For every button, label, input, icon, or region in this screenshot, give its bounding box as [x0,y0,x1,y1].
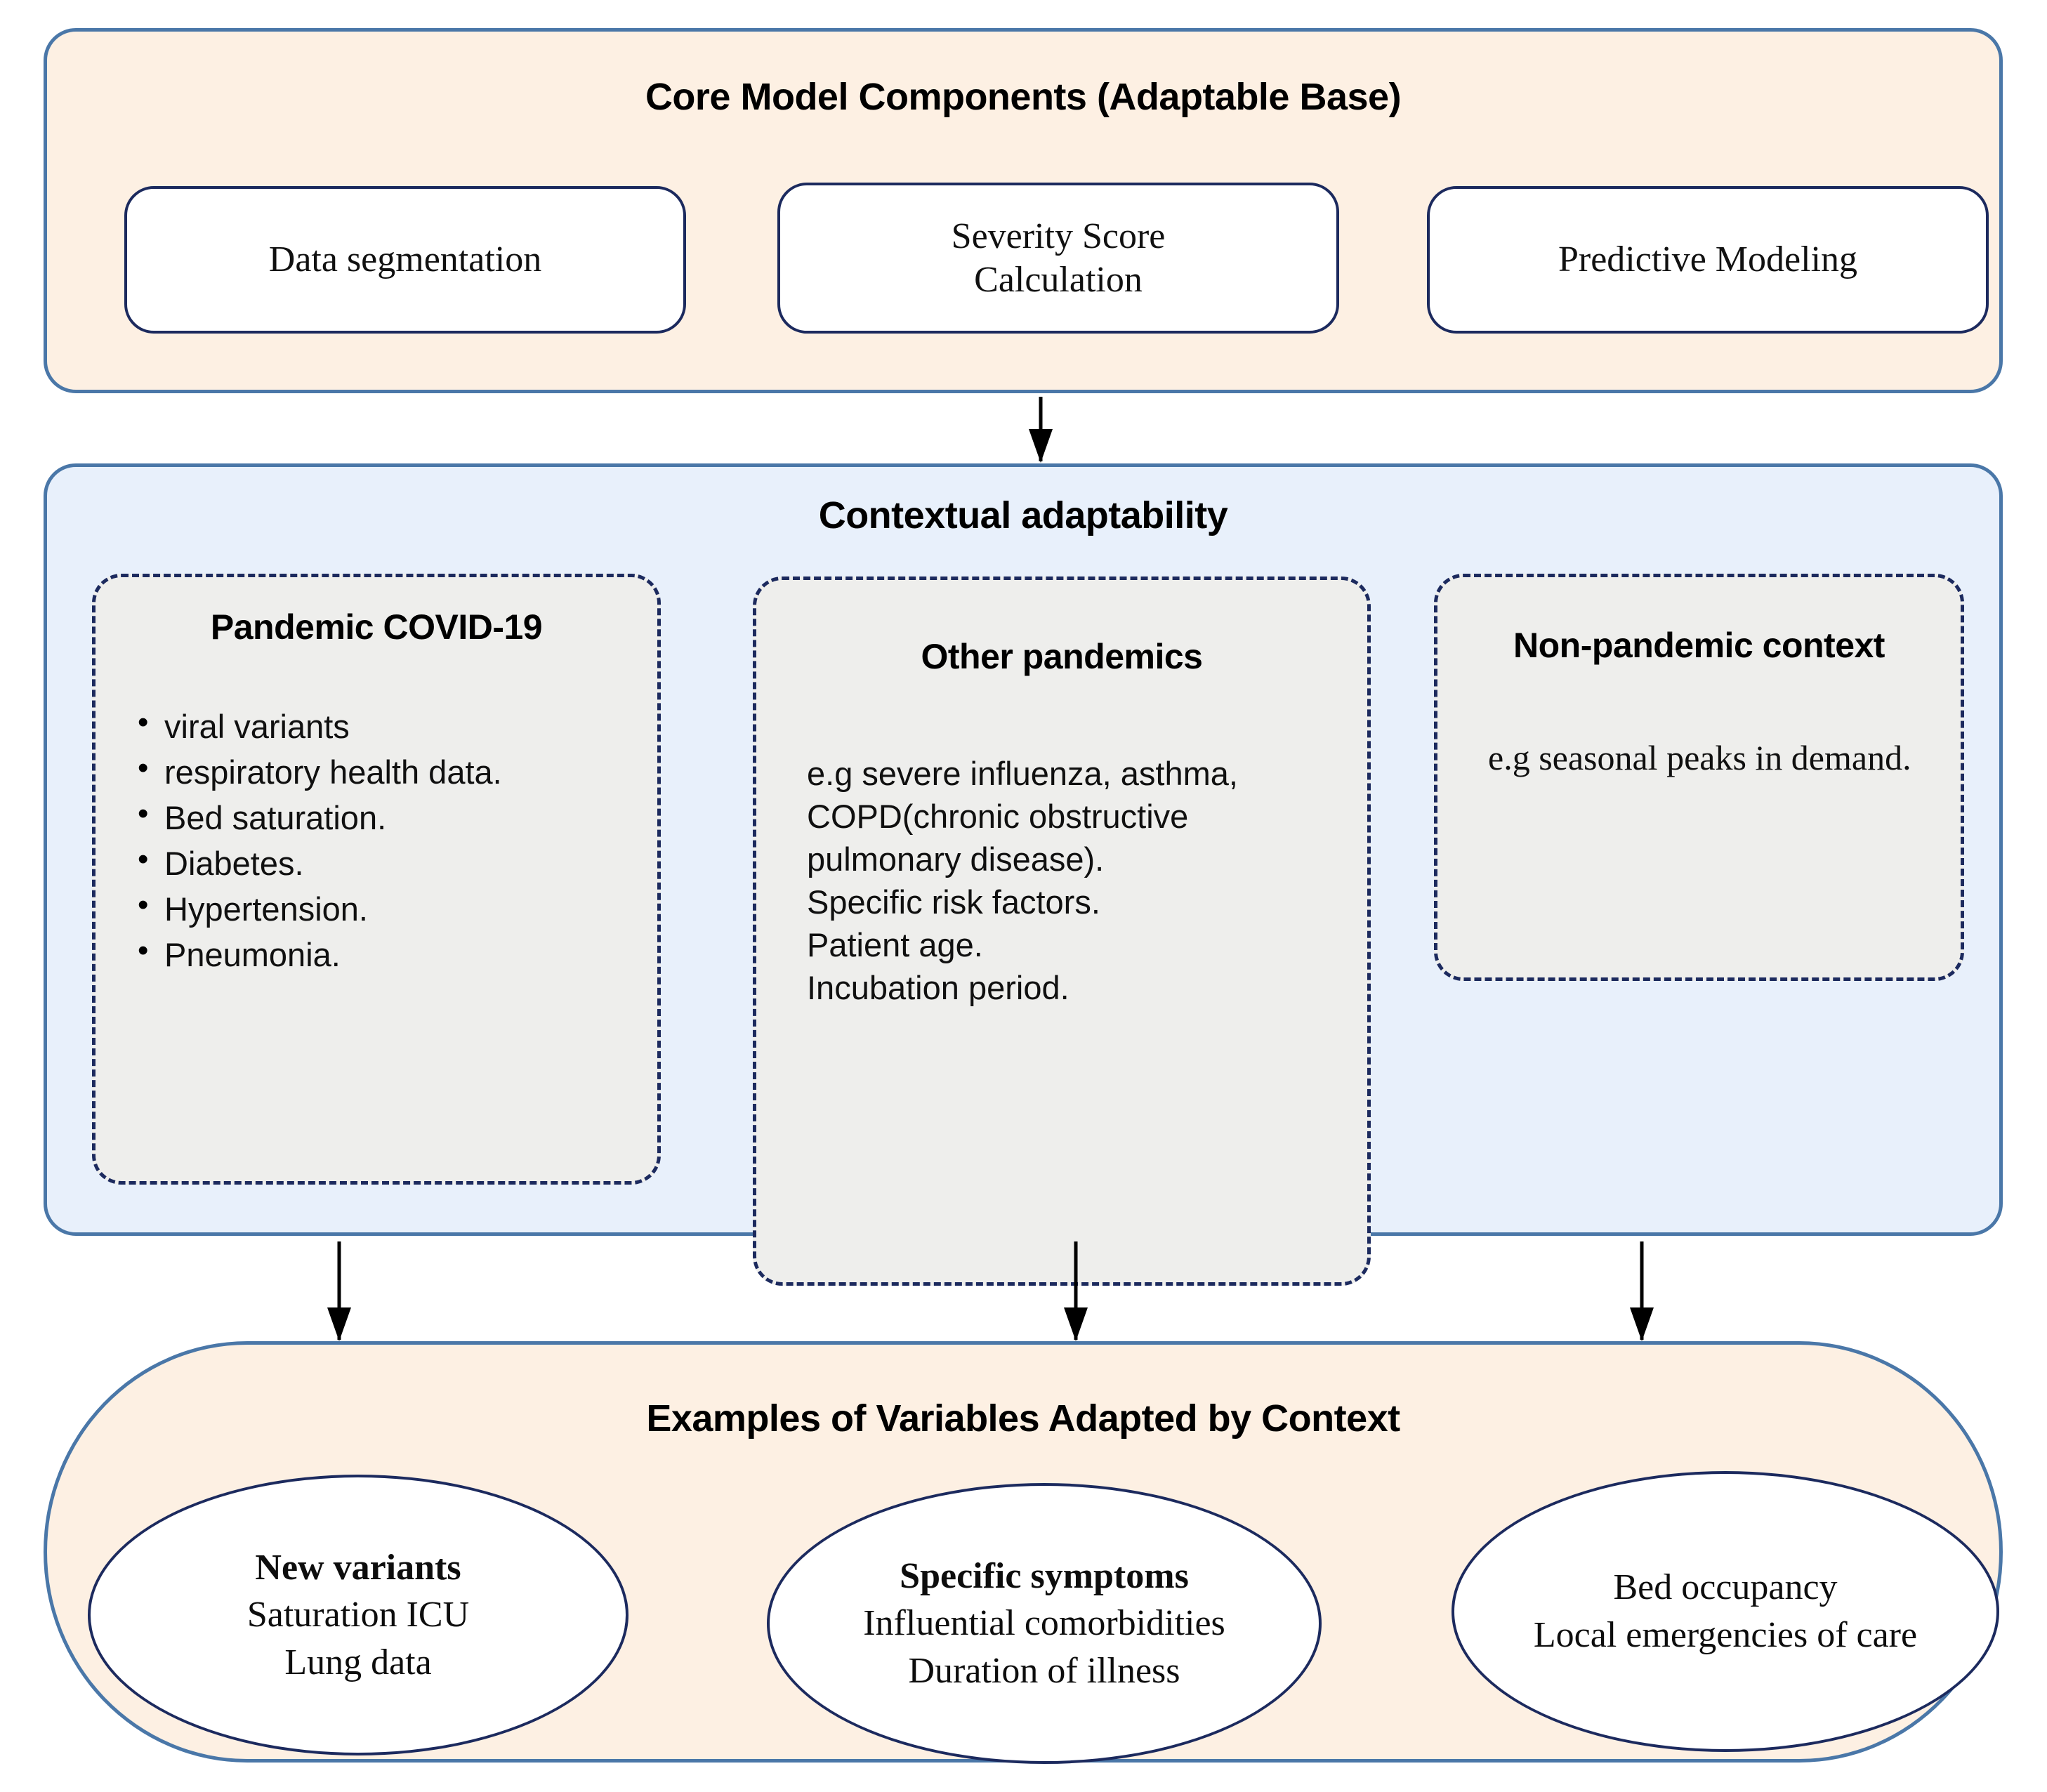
other-pandemics-line: Specific risk factors. [807,883,1100,921]
examples-of-variables-title: Examples of Variables Adapted by Context [646,1397,1400,1439]
ellipse-line-1: New variants [255,1547,461,1588]
core-model-components-title: Core Model Components (Adaptable Base) [645,76,1402,118]
contextual-adaptability-panel: Contextual adaptability Pandemic COVID-1… [44,463,2003,1286]
list-item: Hypertension. [132,885,639,930]
list-item: Bed saturation. [132,793,639,839]
context-card-other-pandemics: Other pandemics e.g severe influenza, as… [753,577,1371,1286]
non-pandemic-line: e.g seasonal peaks in demand. [1488,738,1911,777]
core-box-severity-score-calculation: Severity Score Calculation [777,183,1339,337]
example-ellipse-bed-occupancy: Bed occupancy Local emergencies of care [1452,1471,1999,1752]
examples-of-variables-panel: Examples of Variables Adapted by Context… [44,1341,2003,1767]
other-pandemics-line: Patient age. [807,926,983,964]
core-model-components-panel: Core Model Components (Adaptable Base) D… [44,28,2003,398]
example-ellipse-new-variants: New variants Saturation ICU Lung data [88,1475,628,1755]
arrow-context-to-examples-left-icon [325,1241,353,1341]
core-box-severity-label: Severity Score Calculation [951,216,1166,300]
context-card-covid-heading: Pandemic COVID-19 [210,607,543,647]
list-item: viral variants [132,702,639,748]
ellipse-line-2: Local emergencies of care [1533,1615,1918,1655]
context-card-pandemic-covid19: Pandemic COVID-19 viral variants respira… [92,574,661,1185]
list-item: Pneumonia. [132,930,639,976]
list-item: Diabetes. [132,839,639,885]
context-card-other-pandemics-heading: Other pandemics [921,637,1203,676]
arrow-head [327,1307,351,1341]
arrow-context-to-examples-center-icon [1062,1241,1090,1341]
arrow-head [1029,429,1053,463]
ellipse-line-3: Duration of illness [908,1650,1180,1691]
arrow-head [1630,1307,1654,1341]
arrow-core-to-context-icon [1027,397,1055,463]
list-item: respiratory health data. [132,748,639,793]
arrow-shaft [337,1241,341,1340]
covid-variable-list: viral variants respiratory health data. … [132,702,639,977]
contextual-adaptability-title: Contextual adaptability [818,494,1228,536]
core-box-predictive-modeling: Predictive Modeling [1427,186,1989,337]
arrow-context-to-examples-right-icon [1628,1241,1656,1341]
arrow-head [1064,1307,1088,1341]
other-pandemics-line: e.g severe influenza, asthma, COPD(chron… [807,755,1238,878]
core-box-data-segmentation: Data segmentation [124,186,686,337]
ellipse-line-2: Saturation ICU [246,1595,470,1635]
arrow-shaft [1074,1241,1078,1340]
ellipse-line-2: Influential comorbidities [863,1603,1225,1644]
context-card-non-pandemic-heading: Non-pandemic context [1513,626,1885,665]
example-ellipse-specific-symptoms: Specific symptoms Influential comorbidit… [767,1483,1322,1764]
ellipse-line-1: Bed occupancy [1613,1567,1838,1608]
other-pandemics-line: Incubation period. [807,969,1069,1007]
context-card-non-pandemic: Non-pandemic context e.g seasonal peaks … [1434,574,1964,981]
ellipse-line-1: Specific symptoms [900,1555,1189,1596]
arrow-shaft [1640,1241,1644,1340]
ellipse-line-3: Lung data [284,1642,432,1682]
